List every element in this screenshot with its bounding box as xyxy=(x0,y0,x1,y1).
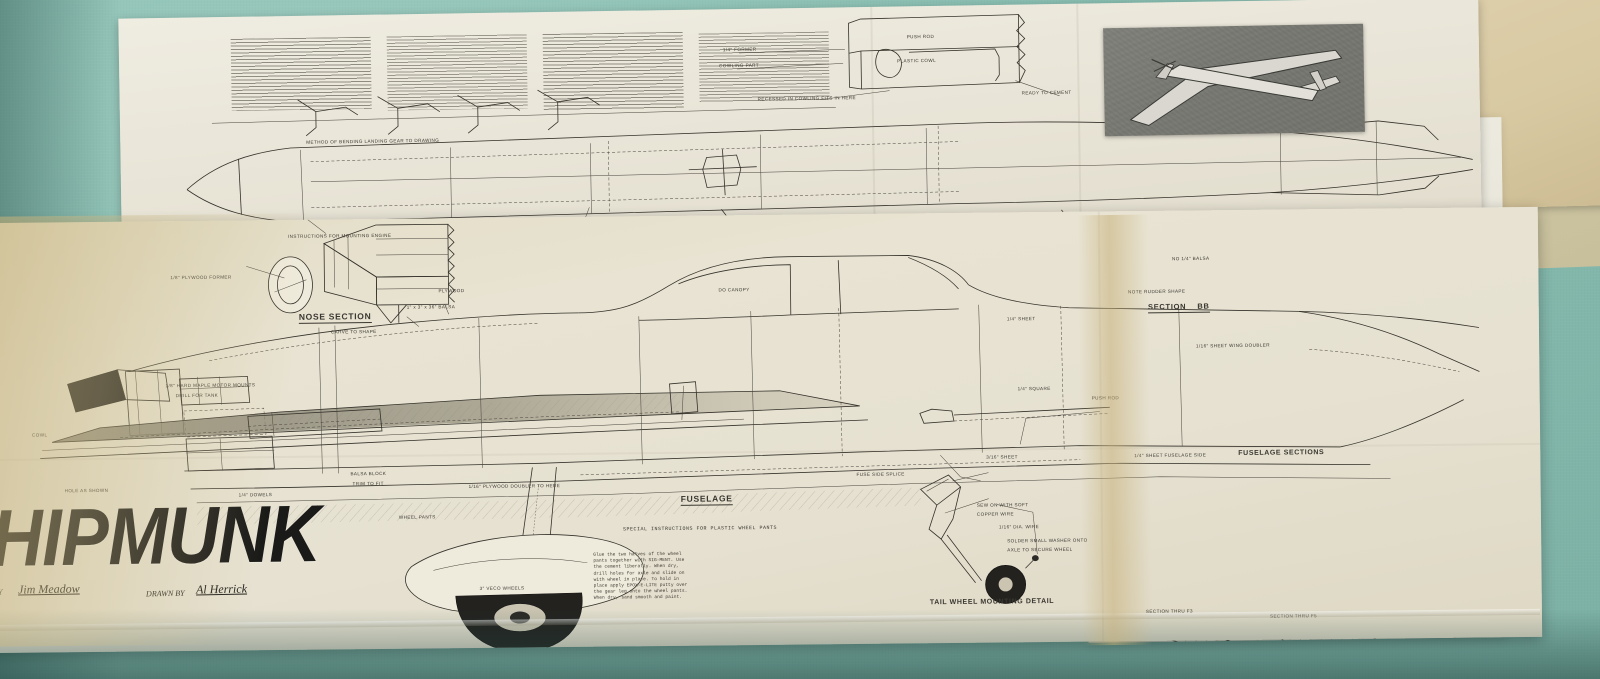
annotation-label: PLASTIC COWL xyxy=(897,57,937,64)
section-heading: FUSELAGE SECTIONS xyxy=(1238,449,1325,457)
designed-by-signature: Jim Meadow xyxy=(17,581,80,597)
annotation-label: 1/4" SHEET FUSELAGE SIDE xyxy=(1134,452,1207,459)
section-heading: TAIL WHEEL MOUNTING DETAIL xyxy=(929,597,1055,607)
drawn-by-signature: Al Herrick xyxy=(195,581,248,597)
annotation-label: TRIM TO FIT xyxy=(352,480,384,487)
annotation-label: 1/8" HARD MAPLE MOTOR MOUNTS xyxy=(165,382,256,389)
designed-by-label: DESIGNED BY xyxy=(0,587,3,598)
annotation-label: BALSA BLOCK xyxy=(350,470,387,477)
annotation-label: 1/4" FORMER xyxy=(722,46,757,53)
annotation-label: 1/16" DIA. WIRE xyxy=(999,524,1040,530)
annotation-label: WHEEL PANTS xyxy=(398,514,436,520)
annotation-label: PLYWOOD xyxy=(438,288,465,294)
annotation-label: COWL xyxy=(31,432,48,438)
section-heading: FUSELAGE xyxy=(680,493,733,506)
annotation-label: PUSH ROD xyxy=(906,33,935,40)
annotation-label: COPPER WIRE xyxy=(976,511,1014,517)
annotation-label: 1/4" SQUARE xyxy=(1017,385,1051,392)
background-shadow-bottom xyxy=(0,609,1600,679)
section-heading: NOSE SECTION xyxy=(298,311,372,324)
annotation-label: DRILL FOR TANK xyxy=(175,392,219,399)
wheel-pants-instructions-body: Glue the two halves of the wheel pants t… xyxy=(593,551,688,602)
annotation-label: NOTE RUDDER SHAPE xyxy=(1127,288,1186,295)
annotation-label: AXLE TO SECURE WHEEL xyxy=(1007,546,1073,553)
drawn-by-label: DRAWN BY xyxy=(145,588,185,599)
annotation-label: 3" VECO WHEELS xyxy=(479,585,525,591)
annotation-label: CARVE TO SHAPE xyxy=(330,329,377,335)
annotation-label: COWLING PART xyxy=(719,62,760,69)
model-airplane-photo xyxy=(1103,23,1365,137)
annotation-label: 1/16" PLYWOOD DOUBLER TO HERE xyxy=(468,483,561,490)
annotation-label: 3/16" SHEET xyxy=(986,454,1018,460)
annotation-label: NO 1/4" BALSA xyxy=(1171,255,1210,262)
section-heading: SECTION BB xyxy=(1147,301,1210,314)
annotation-label: DO CANOPY xyxy=(718,287,750,293)
annotation-label: SEW ON WITH SOFT xyxy=(976,502,1029,508)
annotation-label: READY TO CEMENT xyxy=(1021,89,1072,96)
annotation-label: FUSE SIDE SPLICE xyxy=(856,471,905,477)
annotation-label: 1/16" SHEET WING DOUBLER xyxy=(1195,342,1270,349)
page-title: CHIPMUNK xyxy=(0,489,321,585)
annotation-label: SOLDER SMALL WASHER ONTO xyxy=(1007,537,1088,544)
annotation-label: 1" x 3" x 36" BALSA xyxy=(406,304,456,310)
annotation-label: 1/4" SHEET xyxy=(1006,316,1036,322)
annotation-label: 1/8" PLYWOOD FORMER xyxy=(170,274,232,281)
annotation-label: PUSH ROD xyxy=(1091,395,1120,401)
